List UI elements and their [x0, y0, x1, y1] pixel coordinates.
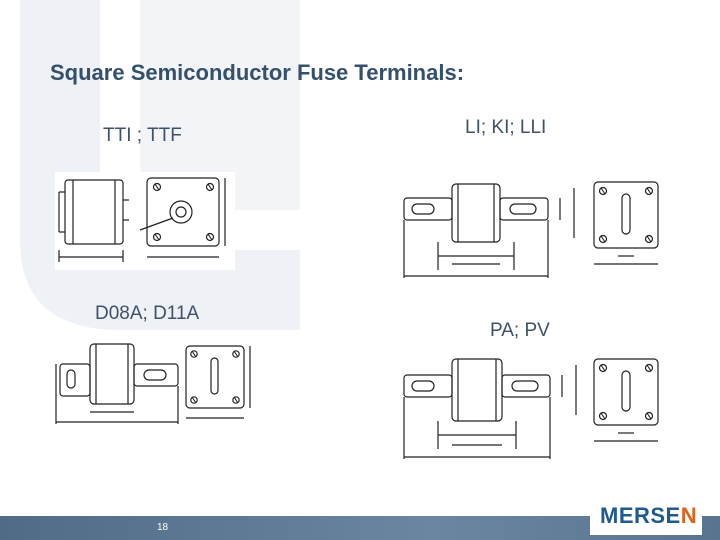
- d08a-d11a-drawing: [55, 343, 251, 424]
- li-ki-lli-drawing: [403, 181, 659, 278]
- pa-pv-drawing: [403, 358, 659, 459]
- logo-accent-text: N: [680, 503, 698, 528]
- page-number: 18: [157, 522, 169, 533]
- logo-main-text: MERSE: [600, 503, 681, 528]
- label-pa-pv: PA; PV: [490, 320, 550, 341]
- tti-ttf-drawing: [55, 172, 235, 270]
- label-d08a-d11a: D08A; D11A: [95, 303, 200, 324]
- label-li-ki-lli: LI; KI; LLI: [465, 117, 547, 138]
- logo-background: [590, 495, 702, 535]
- mersen-logo: MERSEN: [600, 503, 697, 529]
- slide-title: Square Semiconductor Fuse Terminals:: [50, 60, 465, 85]
- label-tti-ttf: TTI ; TTF: [103, 125, 182, 146]
